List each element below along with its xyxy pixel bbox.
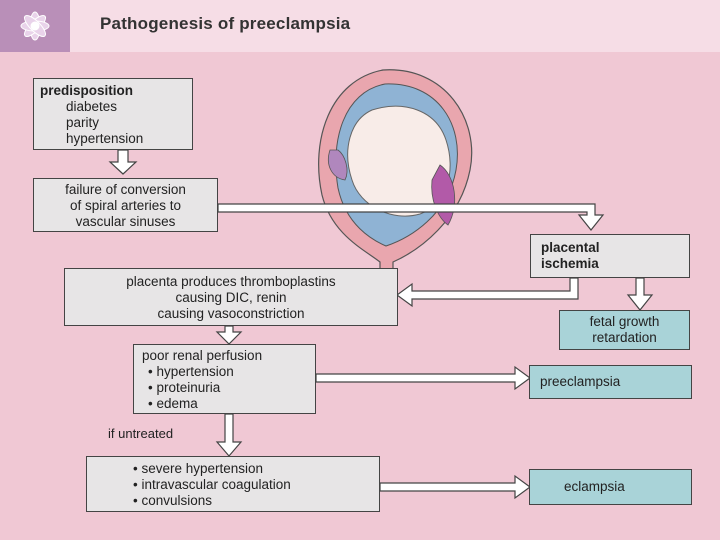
failure-box: failure of conversion of spiral arteries… (33, 178, 218, 232)
preeclampsia-label: preeclampsia (540, 374, 681, 390)
failure-line: failure of conversion (38, 182, 213, 198)
renal-perfusion-box: poor renal perfusion • hypertension • pr… (133, 344, 316, 414)
arrow-predisposition-to-failure (110, 150, 136, 174)
placenta-line: causing DIC, renin (69, 290, 393, 306)
renal-item: • edema (142, 396, 307, 412)
severe-item: • severe hypertension (133, 461, 369, 477)
predisposition-item: hypertension (40, 131, 186, 147)
fetal-line: retardation (564, 330, 685, 346)
renal-item: • proteinuria (142, 380, 307, 396)
failure-line: vascular sinuses (38, 214, 213, 230)
predisposition-heading: predisposition (40, 83, 186, 99)
arrow-placenta-to-renal (217, 326, 241, 344)
ischemia-box: placental ischemia (530, 234, 690, 278)
if-untreated-label: if untreated (108, 426, 173, 441)
fetal-growth-box: fetal growth retardation (559, 310, 690, 350)
arrow-renal-to-preeclampsia (316, 367, 530, 389)
renal-heading: poor renal perfusion (142, 348, 307, 364)
predisposition-item: diabetes (40, 99, 186, 115)
arrow-renal-to-severe (217, 414, 241, 456)
arrow-ischemia-to-fetal (628, 278, 652, 310)
placenta-line: placenta produces thromboplastins (69, 274, 393, 290)
eclampsia-label: eclampsia (564, 479, 681, 495)
severe-item: • intravascular coagulation (133, 477, 369, 493)
eclampsia-box: eclampsia (529, 469, 692, 505)
preeclampsia-box: preeclampsia (529, 365, 692, 399)
ischemia-line: placental (541, 240, 679, 256)
renal-item: • hypertension (142, 364, 307, 380)
predisposition-item: parity (40, 115, 186, 131)
severe-outcomes-box: • severe hypertension • intravascular co… (86, 456, 380, 512)
fetal-line: fetal growth (564, 314, 685, 330)
uterus-illustration (319, 70, 472, 300)
placenta-line: causing vasoconstriction (69, 306, 393, 322)
arrow-severe-to-eclampsia (380, 476, 530, 498)
severe-item: • convulsions (133, 493, 369, 509)
predisposition-box: predisposition diabetes parity hypertens… (33, 78, 193, 150)
failure-line: of spiral arteries to (38, 198, 213, 214)
placenta-box: placenta produces thromboplastins causin… (64, 268, 398, 326)
ischemia-line: ischemia (541, 256, 679, 272)
arrow-ischemia-to-placenta (397, 278, 578, 306)
